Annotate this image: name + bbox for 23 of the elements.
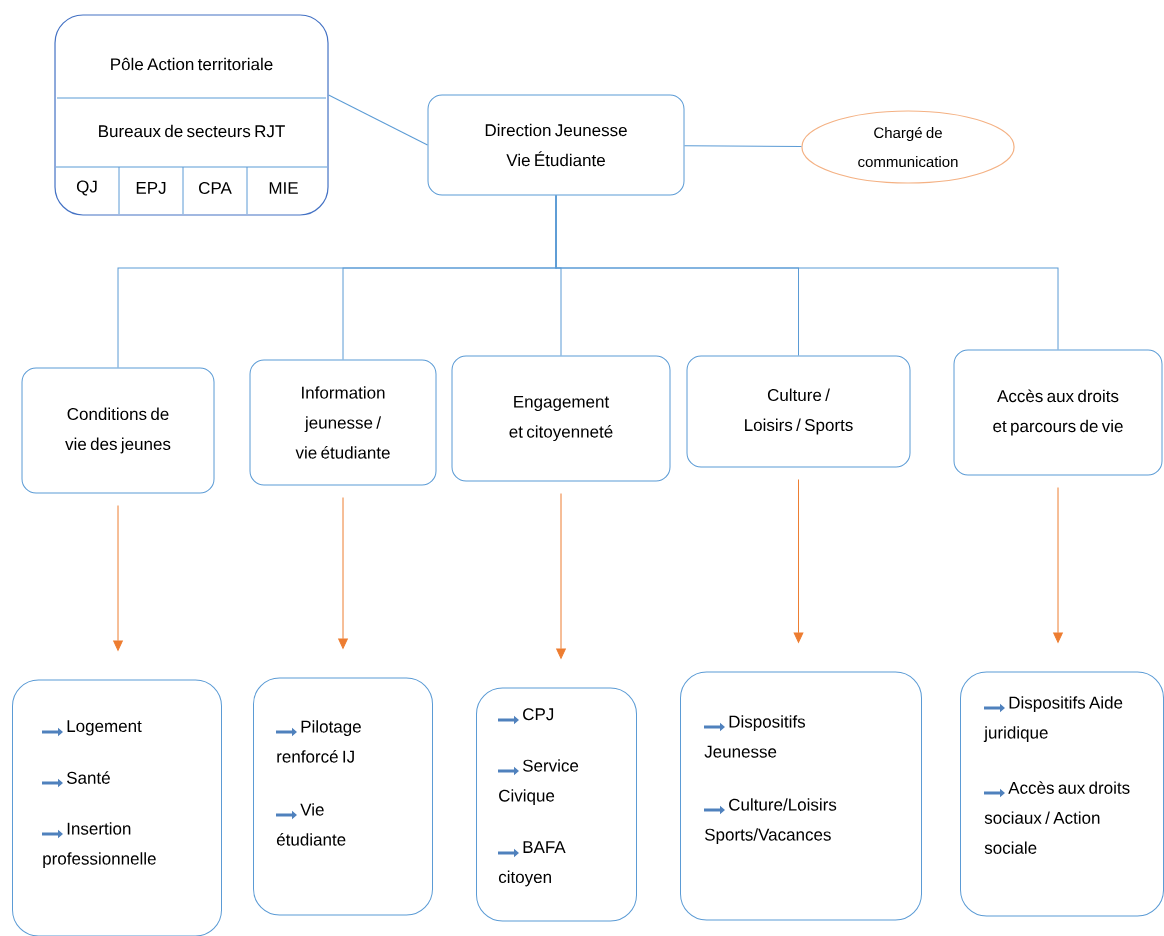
connector	[556, 493, 566, 659]
category-box: Engagement et citoyenneté	[451, 355, 671, 482]
cell-label: MIE	[269, 182, 298, 194]
process-box: Direction Jeunesse Vie Étudiante	[427, 94, 685, 196]
cell-label: CPA	[199, 182, 232, 194]
list-box: Dispositifs Aide juridique Accès aux droits sociaux / Action sociale	[960, 671, 1164, 917]
connector	[338, 497, 348, 649]
list-box: Pilotage renforcé IJ Vie étudiante	[253, 677, 433, 916]
category-box: Accès aux droits et parcours de vie	[953, 349, 1163, 476]
cell-label: EPJ	[136, 182, 166, 194]
connector	[113, 505, 123, 651]
connector	[684, 145, 802, 147]
connector	[793, 479, 804, 643]
list-box: CPJ Service Civique BAFA citoyen	[476, 687, 637, 922]
connector	[1053, 487, 1063, 643]
category-box: Culture / Loisirs / Sports	[686, 355, 911, 468]
connector	[555, 195, 1059, 350]
cell-label: QJ	[76, 180, 97, 196]
category-box: Conditions de vie des jeunes	[21, 367, 215, 494]
category-box: Information jeunesse / vie étudiante	[249, 359, 437, 486]
connector	[328, 94, 428, 146]
list-box: Dispositifs Jeunesse Culture/Loisirs Sports/Vacances	[680, 671, 922, 921]
list-box: Logement Santé Insertion professionnelle	[12, 679, 222, 936]
